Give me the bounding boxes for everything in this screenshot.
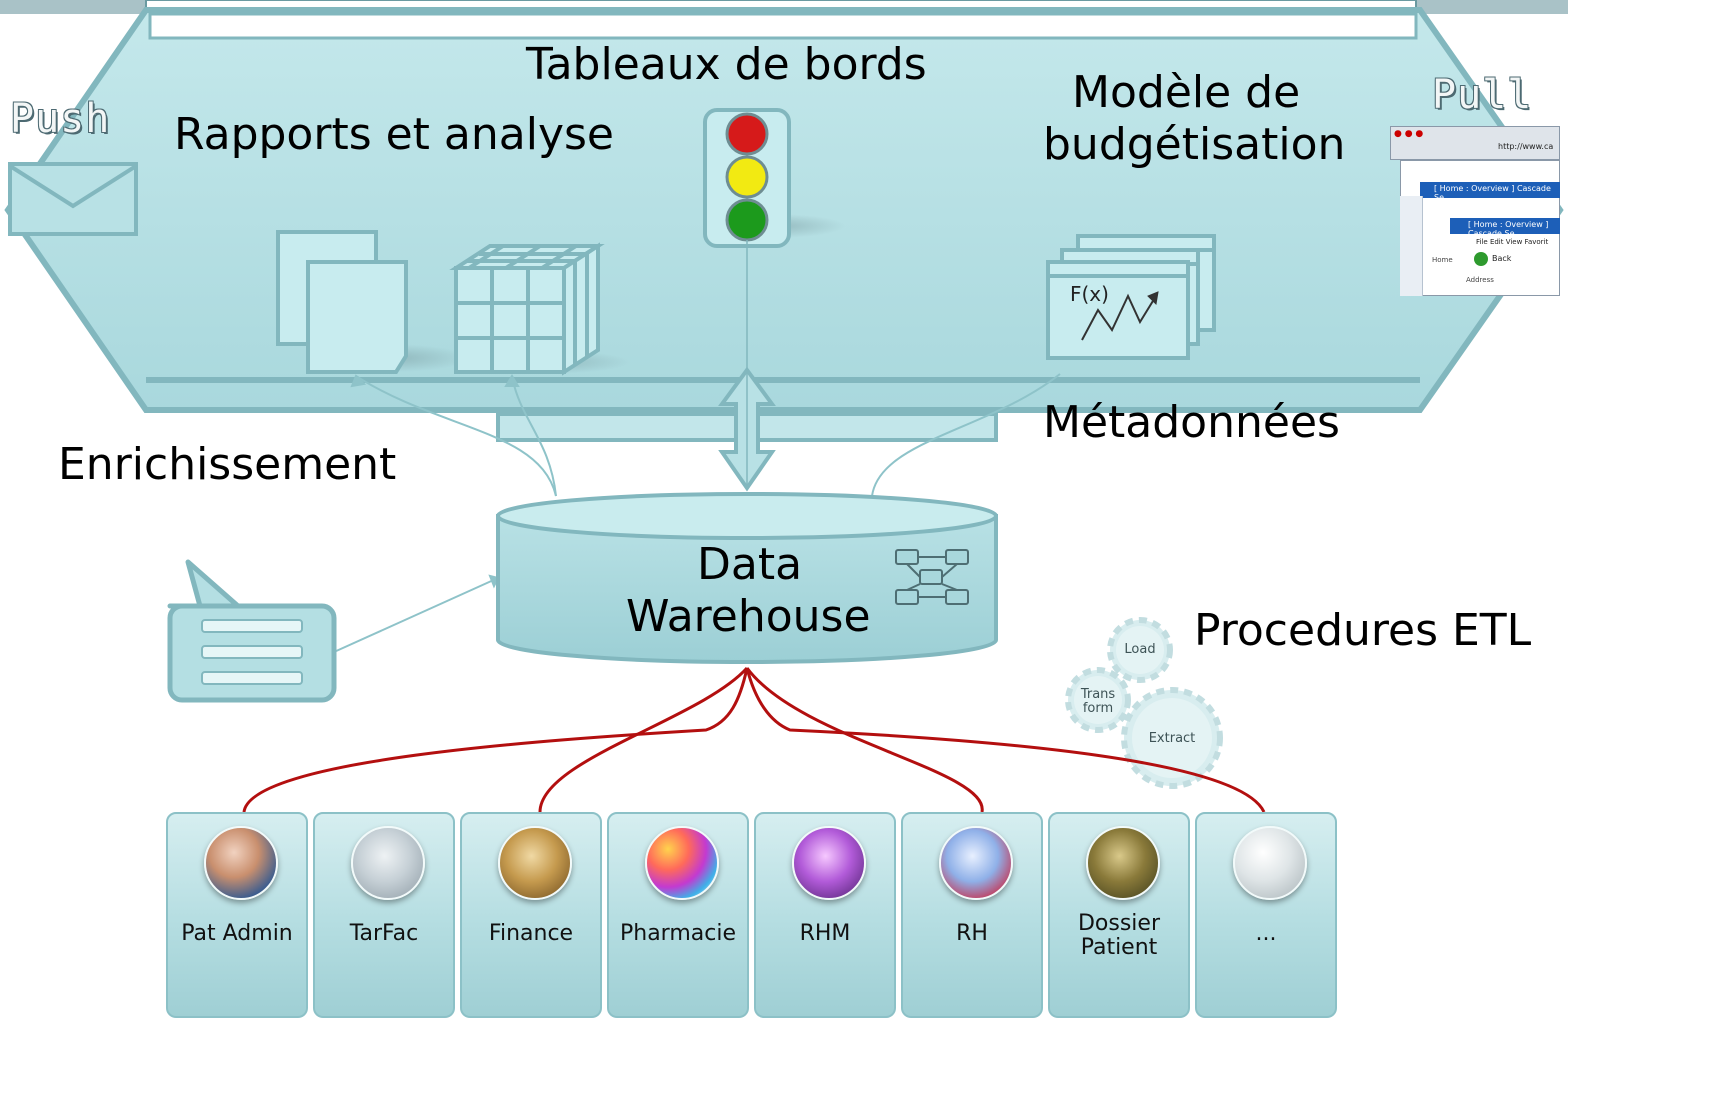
source-label: RHM [799, 921, 851, 946]
browser-url-text: http://www.ca [1498, 142, 1554, 151]
microscope-icon [792, 826, 866, 900]
source-tile-pharmacie: Pharmacie [607, 812, 749, 1018]
patient-admin-icon [204, 826, 278, 900]
olap-cube-icon [449, 242, 630, 376]
bi-architecture-diagram: ● ● ● http://www.ca [ Home : Overview ] … [0, 0, 1568, 1018]
comment-bubble-icon [167, 559, 337, 703]
back-arrow-icon [1474, 252, 1488, 266]
browser-home-text: Home [1432, 256, 1453, 264]
source-connector-lines [242, 666, 1266, 813]
keypad-icon [351, 826, 425, 900]
source-label-line1: Dossier [1077, 911, 1161, 936]
surgery-icon [1086, 826, 1160, 900]
source-tile-more: ... [1195, 812, 1337, 1018]
gear-load-label: Load [1124, 642, 1156, 657]
gear-transform-label-line1: Trans [1080, 687, 1116, 702]
budget-model-label-line1: Modèle de [1072, 67, 1301, 118]
source-tile-rhm: RHM [754, 812, 896, 1018]
source-label: ... [1255, 921, 1277, 946]
push-label: Push [10, 96, 111, 142]
metadata-label: Métadonnées [1043, 397, 1340, 448]
reports-label: Rapports et analyse [174, 109, 614, 160]
traffic-light-icon [703, 108, 845, 248]
envelope-icon [8, 162, 138, 236]
budget-model-label-line2: budgétisation [1043, 119, 1346, 170]
gear-transform-label-line2: form [1082, 701, 1114, 716]
enrichment-label: Enrichissement [58, 439, 397, 490]
source-label: RH [956, 921, 988, 946]
browser-address-label: Address [1466, 276, 1494, 284]
etl-procedures-label: Procedures ETL [1194, 605, 1532, 656]
data-warehouse-label-line2: Warehouse [626, 591, 871, 642]
budget-model-chart-icon [1046, 234, 1216, 360]
source-tile-tarfac: TarFac [313, 812, 455, 1018]
source-tile-dossier-patient: Dossier Patient [1048, 812, 1190, 1018]
browser-tab-text: [ Home : Overview ] Cascade Se [1434, 184, 1551, 202]
source-label: Pat Admin [181, 921, 293, 946]
reports-document-icon [276, 230, 470, 374]
dashboards-label: Tableaux de bords [526, 39, 927, 90]
data-warehouse-label-line1: Data [697, 539, 803, 590]
browser-windows-thumbnail: ● ● ● http://www.ca [ Home : Overview ] … [1390, 126, 1560, 296]
window-controls-icon: ● ● ● [1394, 129, 1424, 139]
blank-orb-icon [1233, 826, 1307, 900]
fx-label: F(x) [1070, 282, 1109, 306]
source-tile-rh: RH [901, 812, 1043, 1018]
source-tile-pat-admin: Pat Admin [166, 812, 308, 1018]
pull-label: Pull [1432, 72, 1533, 118]
browser-back-text: Back [1492, 254, 1512, 263]
source-label: Finance [488, 921, 574, 946]
enrichment-arrows [333, 373, 1061, 653]
pills-icon [645, 826, 719, 900]
source-label: TarFac [349, 921, 419, 946]
source-label: Pharmacie [619, 921, 736, 946]
gear-extract-label: Extract [1148, 731, 1196, 746]
browser-tab-text-2: [ Home : Overview ] Cascade Se [1468, 220, 1549, 238]
network-nodes-icon [895, 549, 969, 605]
ledger-icon [498, 826, 572, 900]
lab-tubes-icon [939, 826, 1013, 900]
browser-menu-text: File Edit View Favorit [1476, 238, 1549, 246]
diagram-canvas [0, 0, 1568, 813]
source-label-line2: Patient [1080, 935, 1158, 960]
data-warehouse-cylinder [496, 492, 998, 664]
source-tile-finance: Finance [460, 812, 602, 1018]
